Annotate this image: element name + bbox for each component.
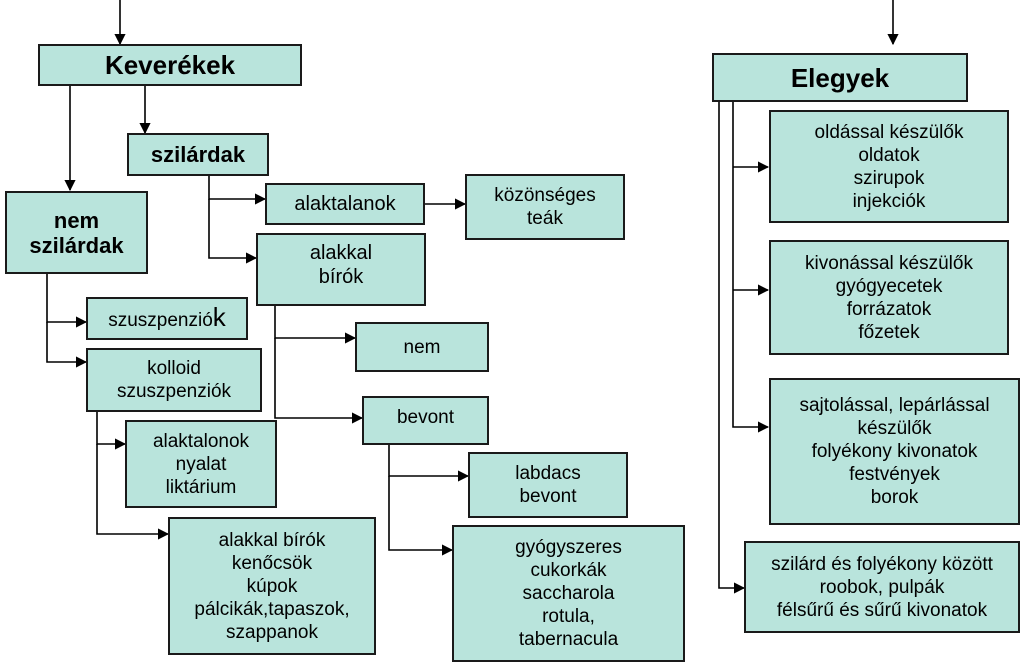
node-oldassal-line-3: szirupok — [853, 167, 925, 189]
node-kolloid-line-1: kolloid — [147, 358, 201, 379]
node-gyogyszeres-line-3: saccharola — [522, 583, 615, 604]
node-szuszpenziok-text: szuszpenzió — [108, 309, 213, 331]
node-alaktalanok-label: alaktalanok — [294, 192, 396, 215]
node-kivonassal-keszulok: kivonással készülők gyógyecetek forrázat… — [769, 240, 1009, 355]
node-gyogyszeres-line-2: cukorkák — [530, 560, 607, 581]
node-sajtolassal-line-5: borok — [870, 487, 919, 508]
node-labdacs-line-1: labdacs — [515, 463, 581, 484]
node-szilard-folyekony-kozott: szilárd és folyékony között roobok, pulp… — [744, 541, 1020, 633]
node-keverekek-label: Keverékek — [104, 50, 236, 80]
node-nem-szilardak-line-2: szilárdak — [29, 232, 124, 258]
node-szilardak-label: szilárdak — [150, 142, 246, 167]
node-oldassal-line-2: oldatok — [858, 144, 920, 166]
node-nem: nem — [355, 322, 489, 372]
node-szuszpenziok-big-letter: k — [212, 301, 226, 332]
node-szuszpenziok: szuszpenziók — [86, 297, 248, 340]
node-alakkal-birok-line-2: bírók — [318, 266, 364, 288]
node-elegyek: Elegyek — [712, 53, 968, 102]
node-kozonseges-teak: közönséges teák — [465, 174, 625, 240]
node-alaktalanok-nyalat-line-3: liktárium — [165, 476, 237, 498]
node-kolloid-szuszpenziok: kolloid szuszpenziók — [86, 348, 262, 412]
node-alakkal-biro-list-line-1: alakkal bírók — [218, 529, 326, 551]
node-keverekek: Keverékek — [38, 44, 302, 86]
node-szilard-folyekony-line-3: félsűrű és sűrű kivonatok — [776, 599, 988, 621]
node-sajtolassal-keszulok: sajtolással, lepárlással készülők folyék… — [769, 378, 1020, 525]
node-alakkal-biro-list-line-4: pálcikák,tapaszok, — [194, 598, 350, 620]
node-kivonassal-line-1: kivonással készülők — [805, 252, 973, 274]
node-alakkal-birok-line-1: alakkal — [309, 242, 373, 264]
node-labdacs-bevont: labdacs bevont — [468, 452, 628, 518]
node-nem-szilardak-line-1: nem — [53, 207, 100, 233]
node-alakkal-biro-list-line-3: kúpok — [246, 575, 298, 597]
node-alakkal-biro-list-line-5: szappanok — [226, 621, 318, 643]
node-labdacs-line-2: bevont — [519, 486, 577, 507]
node-kivonassal-line-3: forrázatok — [846, 298, 932, 320]
node-szilardak: szilárdak — [127, 133, 269, 176]
node-gyogyszeres-line-4: rotula, — [542, 606, 595, 627]
node-kolloid-line-2: szuszpenziók — [116, 381, 232, 402]
node-kozonseges-line-1: közönséges — [494, 185, 596, 206]
node-gyogyszeres-cukorkak: gyógyszeres cukorkák saccharola rotula, … — [452, 525, 685, 662]
node-kivonassal-line-2: gyógyecetek — [835, 275, 943, 297]
node-sajtolassal-line-4: festvények — [849, 464, 940, 485]
node-alakkal-birok: alakkal bírók — [256, 233, 426, 306]
node-kivonassal-line-4: főzetek — [858, 321, 920, 343]
node-alakkal-biro-list-line-2: kenőcsök — [231, 552, 313, 574]
node-sajtolassal-line-3: folyékony kivonatok — [811, 441, 978, 462]
node-gyogyszeres-line-1: gyógyszeres — [515, 537, 622, 558]
node-szuszpenziok-label: szuszpenziók — [108, 304, 226, 332]
node-sajtolassal-line-2: készülők — [857, 418, 932, 439]
node-alaktalanok-nyalat-line-1: alaktalonok — [152, 430, 250, 452]
node-alaktalanok-nyalat-line-2: nyalat — [175, 453, 227, 475]
node-gyogyszeres-line-5: tabernacula — [518, 629, 619, 650]
node-nem-szilardak: nem szilárdak — [5, 191, 148, 274]
node-alaktalanok: alaktalanok — [265, 183, 425, 225]
node-nem-label: nem — [403, 336, 441, 358]
node-oldassal-keszulok: oldással készülők oldatok szirupok injek… — [769, 110, 1009, 223]
node-sajtolassal-line-1: sajtolással, lepárlással — [799, 395, 990, 416]
node-kozonseges-line-2: teák — [527, 208, 563, 229]
node-oldassal-line-1: oldással készülők — [814, 121, 964, 143]
node-bevont: bevont — [362, 396, 489, 445]
node-szilard-folyekony-line-2: roobok, pulpák — [819, 576, 945, 598]
node-alaktalanok-nyalat: alaktalonok nyalat liktárium — [125, 420, 277, 508]
node-oldassal-line-4: injekciók — [852, 190, 926, 212]
node-bevont-label: bevont — [396, 407, 455, 428]
node-szilard-folyekony-line-1: szilárd és folyékony között — [771, 553, 993, 575]
node-alakkal-biro-list: alakkal bírók kenőcsök kúpok pálcikák,ta… — [168, 517, 376, 655]
node-elegyek-label: Elegyek — [790, 62, 890, 93]
